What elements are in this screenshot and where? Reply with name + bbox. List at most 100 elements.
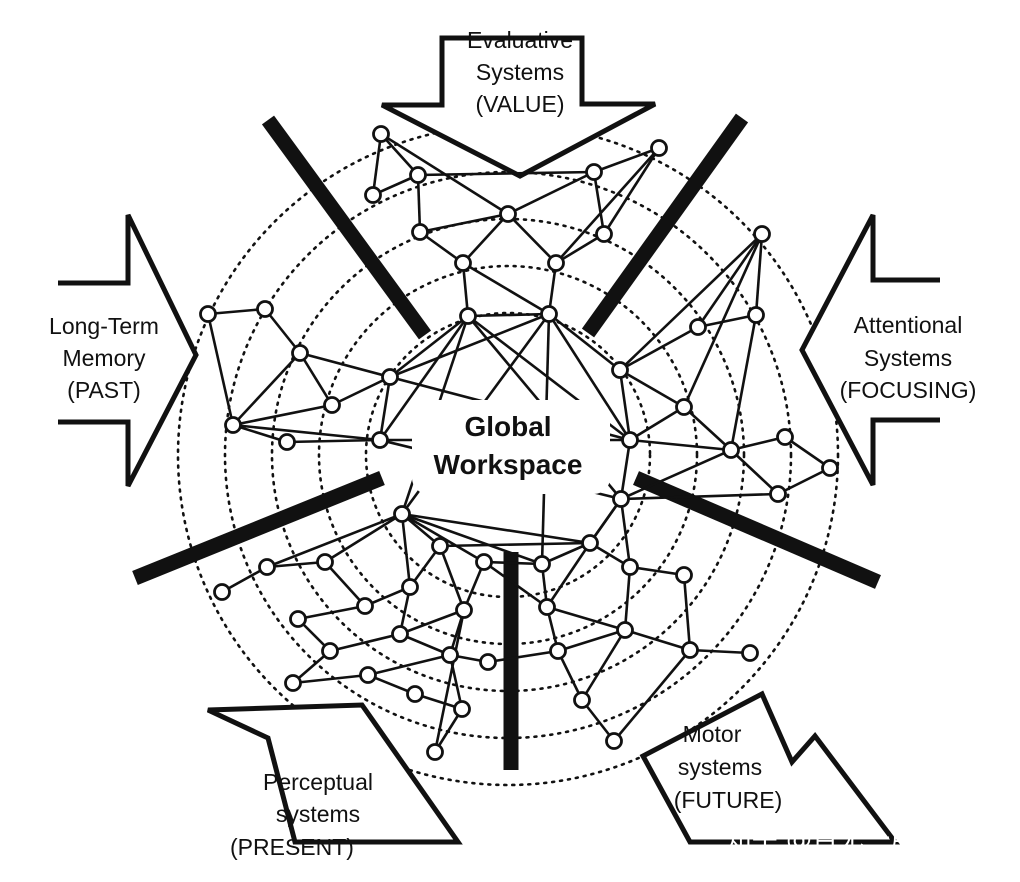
- network-node: [595, 225, 613, 243]
- network-edge: [232, 423, 381, 442]
- attentional-label-line-1: Attentional: [854, 312, 963, 338]
- network-edge: [547, 313, 632, 441]
- divider-upper-right: [581, 113, 749, 338]
- network-node: [359, 666, 377, 684]
- memory-label-line-2: Memory: [62, 345, 146, 371]
- network-node: [453, 700, 471, 718]
- network-node: [431, 537, 449, 555]
- memory-label-line-1: Long-Term: [49, 313, 159, 339]
- network-node: [549, 642, 567, 660]
- network-edge: [399, 608, 465, 636]
- network-node: [316, 553, 334, 571]
- network-node: [393, 505, 411, 523]
- network-edge: [438, 545, 466, 611]
- network-node: [213, 583, 231, 601]
- network-edge: [367, 653, 451, 677]
- network-node: [499, 205, 517, 223]
- network-edge: [378, 376, 392, 441]
- network-node: [612, 490, 630, 508]
- network-node: [540, 305, 558, 323]
- network-edge: [298, 352, 334, 406]
- network-edge: [593, 146, 660, 174]
- network-edge: [483, 560, 543, 566]
- network-node: [455, 601, 473, 619]
- network-node: [538, 598, 556, 616]
- network-node: [256, 300, 274, 318]
- network-node: [409, 166, 427, 184]
- network-node: [611, 361, 629, 379]
- motor-arrow: [639, 690, 901, 845]
- network-edge: [629, 438, 732, 452]
- network-node: [454, 254, 472, 272]
- network-edge: [730, 435, 786, 452]
- network-edge: [324, 561, 366, 607]
- memory-label: Long-Term Memory (PAST): [49, 313, 159, 403]
- network-edge: [555, 232, 605, 265]
- network-edge: [439, 541, 591, 548]
- network-edge: [401, 512, 543, 566]
- network-node: [321, 642, 339, 660]
- divider-lower-left: [132, 471, 385, 585]
- evaluative-label-line-2: Systems: [476, 59, 564, 85]
- network-edge: [730, 449, 779, 495]
- network-node: [621, 431, 639, 449]
- network-node: [681, 641, 699, 659]
- network-edge: [299, 351, 391, 379]
- network-edge: [462, 213, 509, 264]
- network-node: [371, 431, 389, 449]
- network-edge: [419, 212, 509, 234]
- network-node: [650, 139, 668, 157]
- network-edge: [556, 650, 584, 701]
- network-node: [224, 416, 242, 434]
- network-edge: [286, 438, 381, 444]
- center-title-line-2: Workspace: [434, 449, 583, 480]
- network-edge: [266, 560, 326, 569]
- attentional-label-line-2: Systems: [864, 345, 952, 371]
- memory-arrow: [58, 213, 199, 488]
- network-node: [821, 459, 839, 477]
- network-node: [459, 307, 477, 325]
- network-node: [278, 433, 296, 451]
- network-edge: [620, 448, 732, 501]
- network-node: [533, 555, 551, 573]
- network-edge: [697, 313, 757, 329]
- center-label-backing: [412, 400, 610, 494]
- network-node: [406, 685, 424, 703]
- network-edge: [588, 498, 623, 544]
- network-node: [475, 553, 493, 571]
- network-edge: [483, 560, 548, 609]
- network-edge: [266, 512, 403, 569]
- network-edge: [207, 307, 266, 316]
- network-edge: [580, 629, 627, 701]
- network-node: [573, 691, 591, 709]
- network-edge: [462, 261, 550, 316]
- network-node: [776, 428, 794, 446]
- network-edge: [777, 466, 831, 496]
- network-edge: [619, 325, 699, 372]
- network-edge: [399, 632, 451, 657]
- sector-dividers: [132, 113, 881, 770]
- divider-upper-left: [261, 115, 432, 340]
- network-node: [364, 186, 382, 204]
- motor-label: Motor systems (FUTURE): [674, 721, 783, 813]
- network-edge: [232, 352, 301, 426]
- memory-label-line-3: (PAST): [67, 377, 141, 403]
- network-node: [741, 644, 759, 662]
- center-title-line-1: Global: [464, 411, 551, 442]
- network-edge: [467, 312, 550, 318]
- network-edge: [401, 512, 591, 545]
- network-edge: [729, 314, 758, 451]
- network-node: [199, 305, 217, 323]
- network-edge: [433, 609, 466, 753]
- network-edge: [592, 171, 606, 235]
- network-node: [675, 398, 693, 416]
- network-edge: [487, 649, 559, 664]
- network-edge: [378, 315, 470, 441]
- attentional-arrow: [799, 213, 940, 487]
- network-node: [747, 306, 765, 324]
- network-node: [769, 485, 787, 503]
- network-nodes: [199, 125, 839, 761]
- network-edge: [507, 170, 595, 216]
- network-node: [356, 597, 374, 615]
